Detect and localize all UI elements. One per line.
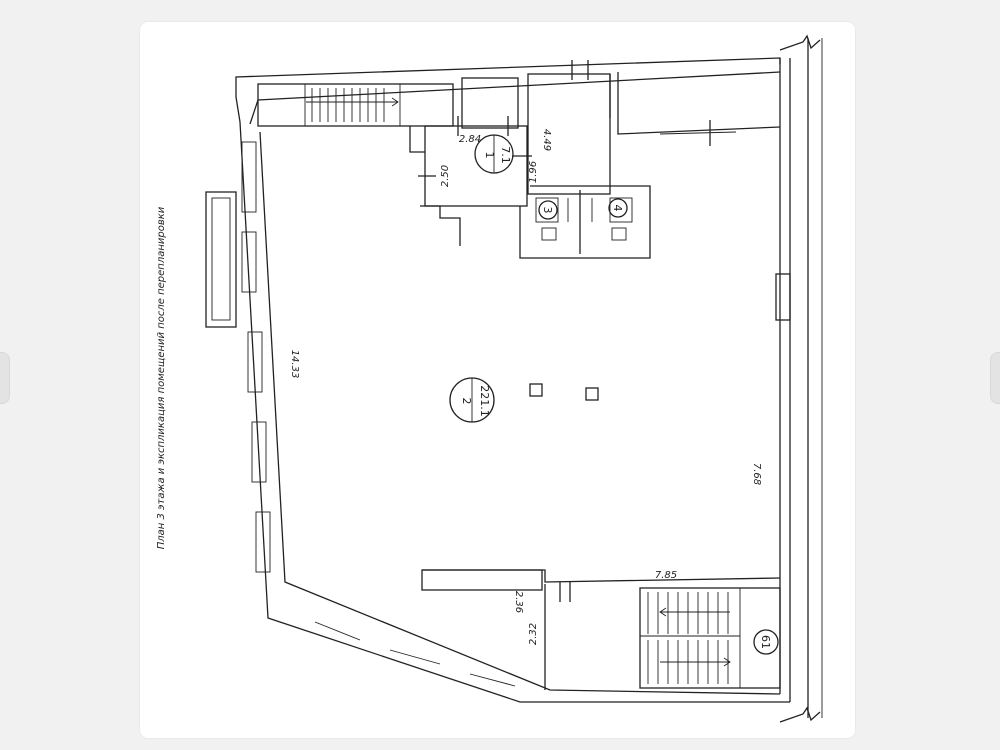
dimension-label: 14.33 [289,350,300,379]
upper-rooms [257,60,781,195]
dimension-label: 2.32 [528,623,539,645]
plan-viewer: 1 7.1 2 221.1 3 4 61 14.33 7.68 7.85 2.8… [140,22,855,738]
column [529,383,543,397]
room-2-number: 2 [460,398,473,405]
exterior-walls [205,57,791,703]
dimension-label: 1.96 [528,161,539,183]
dimension-label: 7.68 [751,463,762,485]
dimension-label: 2.84 [459,134,481,145]
dimension-label: 2.50 [440,165,451,187]
room-2-marker: 2 221.1 [449,377,495,423]
room-2-area: 221.1 [478,385,491,417]
dimension-label: 4.49 [541,129,552,151]
dimension-label: 7.85 [655,570,677,581]
previous-image-button[interactable] [0,352,10,404]
next-image-button[interactable] [990,352,1000,404]
room-3-number: 3 [541,207,554,214]
room-4-number: 4 [611,205,624,212]
room-1-marker: 1 7.1 [474,134,514,174]
wall-niche [775,273,791,321]
room-61-marker: 61 [753,629,779,655]
dimension-label: 2.36 [513,591,524,613]
room-3-marker: 3 [538,200,558,220]
column [585,387,599,401]
floor-plan: 1 7.1 2 221.1 3 4 61 14.33 7.68 7.85 2.8… [156,34,823,723]
lower-stairs [421,569,781,690]
room-61-number: 61 [759,635,772,649]
plan-title: План 3 этажа и экспликация помещений пос… [156,206,167,549]
core-rooms [409,116,651,259]
room-1-area: 7.1 [499,146,512,164]
room-1-number: 1 [483,152,496,159]
break-lines [779,34,823,723]
room-4-marker: 4 [608,198,628,218]
